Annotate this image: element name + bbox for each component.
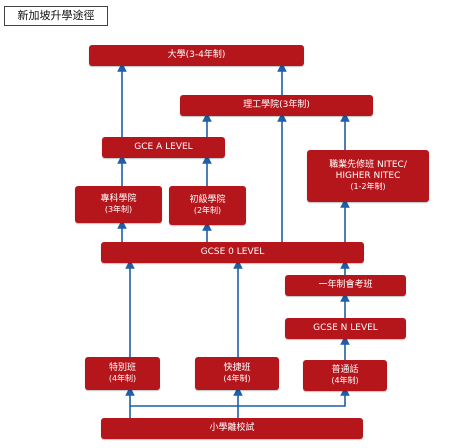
node-special-stream: 特別班 (4年制) bbox=[85, 357, 160, 390]
node-psle: 小學離校試 bbox=[101, 418, 363, 439]
node-special-stream-label: 特別班 bbox=[108, 363, 136, 373]
node-special-stream-duration: (4年制) bbox=[108, 374, 137, 383]
node-ite-duration: (1-2年制) bbox=[350, 182, 386, 191]
node-psle-label: 小學離校試 bbox=[209, 423, 255, 433]
node-junior-college-label: 初級學院 bbox=[189, 195, 226, 205]
node-university: 大學(3-4年制) bbox=[89, 45, 304, 66]
node-junior-college: 初級學院 (2年制) bbox=[169, 186, 246, 225]
node-gcse-n-level: GCSE N LEVEL bbox=[285, 318, 406, 339]
arrow-psle-normal bbox=[130, 386, 350, 407]
node-express-stream-label: 快捷班 bbox=[223, 363, 251, 373]
node-special-college: 專科學院 (3年制) bbox=[75, 186, 162, 223]
node-gcse-o-level: GCSE 0 LEVEL bbox=[101, 242, 364, 263]
node-normal-stream-label: 普通話 bbox=[331, 365, 359, 375]
node-one-year-exam-class: 一年制會考班 bbox=[285, 275, 406, 296]
node-polytechnic: 理工學院(3年制) bbox=[180, 95, 373, 116]
node-junior-college-duration: (2年制) bbox=[193, 206, 222, 215]
node-ite-label: 職業先修班 NITEC/ bbox=[329, 160, 407, 170]
node-ite: 職業先修班 NITEC/ HIGHER NITEC (1-2年制) bbox=[307, 150, 429, 202]
node-special-college-duration: (3年制) bbox=[104, 205, 133, 214]
node-gce-a-level: GCE A LEVEL bbox=[102, 137, 225, 158]
node-express-stream: 快捷班 (4年制) bbox=[195, 357, 279, 390]
node-normal-stream: 普通話 (4年制) bbox=[303, 360, 387, 391]
node-gcse-n-level-label: GCSE N LEVEL bbox=[313, 323, 378, 333]
node-university-label: 大學(3-4年制) bbox=[167, 50, 226, 60]
diagram-title: 新加坡升學途徑 bbox=[4, 6, 108, 26]
node-express-stream-duration: (4年制) bbox=[223, 374, 251, 383]
node-normal-stream-duration: (4年制) bbox=[331, 376, 359, 385]
node-gcse-o-level-label: GCSE 0 LEVEL bbox=[200, 247, 265, 257]
node-polytechnic-label: 理工學院(3年制) bbox=[243, 100, 310, 110]
node-one-year-exam-class-label: 一年制會考班 bbox=[318, 280, 373, 290]
node-gce-a-level-label: GCE A LEVEL bbox=[134, 142, 193, 152]
node-ite-label2: HIGHER NITEC bbox=[335, 171, 401, 181]
node-special-college-label: 專科學院 bbox=[100, 194, 137, 204]
